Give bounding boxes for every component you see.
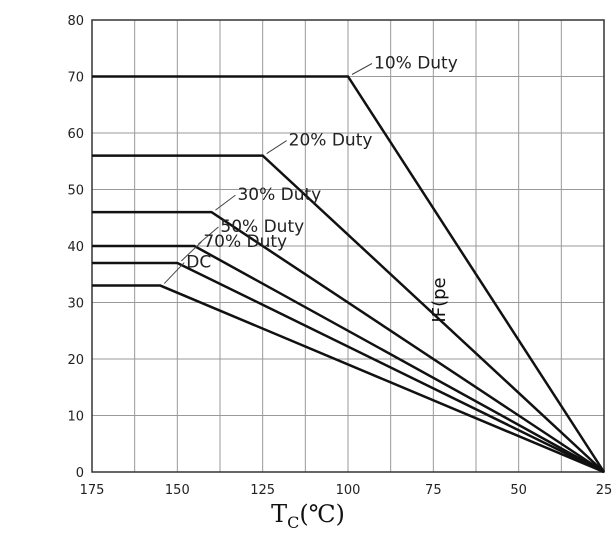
x-tick-label: 175 (80, 483, 105, 498)
grid (92, 20, 604, 472)
x-axis-label-main: T (271, 500, 288, 528)
series-label: DC (186, 253, 211, 273)
series-label-leader (180, 241, 202, 262)
y-tick-label: 30 (67, 297, 84, 312)
series-line (92, 75, 606, 473)
y-tick-label: 40 (67, 240, 84, 255)
y-tick-label: 70 (67, 71, 84, 86)
series-line (92, 154, 605, 473)
series-label-leader (198, 226, 219, 245)
series-label: 20% Duty (289, 131, 373, 151)
x-tick-label: 150 (165, 483, 190, 498)
y-tick-label: 60 (67, 127, 84, 142)
series-label-leader (351, 63, 373, 75)
y-tick-label: 20 (67, 353, 84, 368)
series-label: 70% Duty (203, 232, 287, 252)
x-tick-label: 50 (510, 483, 527, 498)
y-tick-label: 0 (76, 466, 84, 481)
y-tick-label: 10 (67, 410, 84, 425)
x-tick-label: 25 (596, 483, 613, 498)
series-label: 30% Duty (237, 185, 321, 205)
series-label: 10% Duty (374, 54, 458, 74)
x-axis-label: TC(℃) (0, 500, 616, 532)
series-line (92, 244, 605, 474)
x-tick-label: 125 (250, 483, 275, 498)
y-tick-label: 80 (67, 14, 84, 29)
series-line (92, 261, 605, 474)
series-line (92, 284, 605, 474)
x-axis-label-unit: (℃) (299, 500, 345, 528)
series-lines (92, 75, 606, 474)
series-label: 50% Duty (220, 217, 304, 237)
x-tick-labels: 175 150 125 100 75 50 25 (80, 483, 613, 498)
series-line (92, 210, 605, 474)
y-tick-label: 50 (67, 184, 84, 199)
x-axis-label-subscript: C (287, 512, 300, 532)
series-label-leader (215, 194, 236, 211)
x-tick-label: 75 (425, 483, 442, 498)
x-tick-label: 100 (336, 483, 361, 498)
series-label-leader (266, 140, 287, 155)
series-label-leader (163, 262, 185, 284)
y-tick-labels: 0 10 20 30 40 50 60 70 80 (67, 14, 84, 481)
y-axis-label: IF(pe (429, 277, 450, 322)
